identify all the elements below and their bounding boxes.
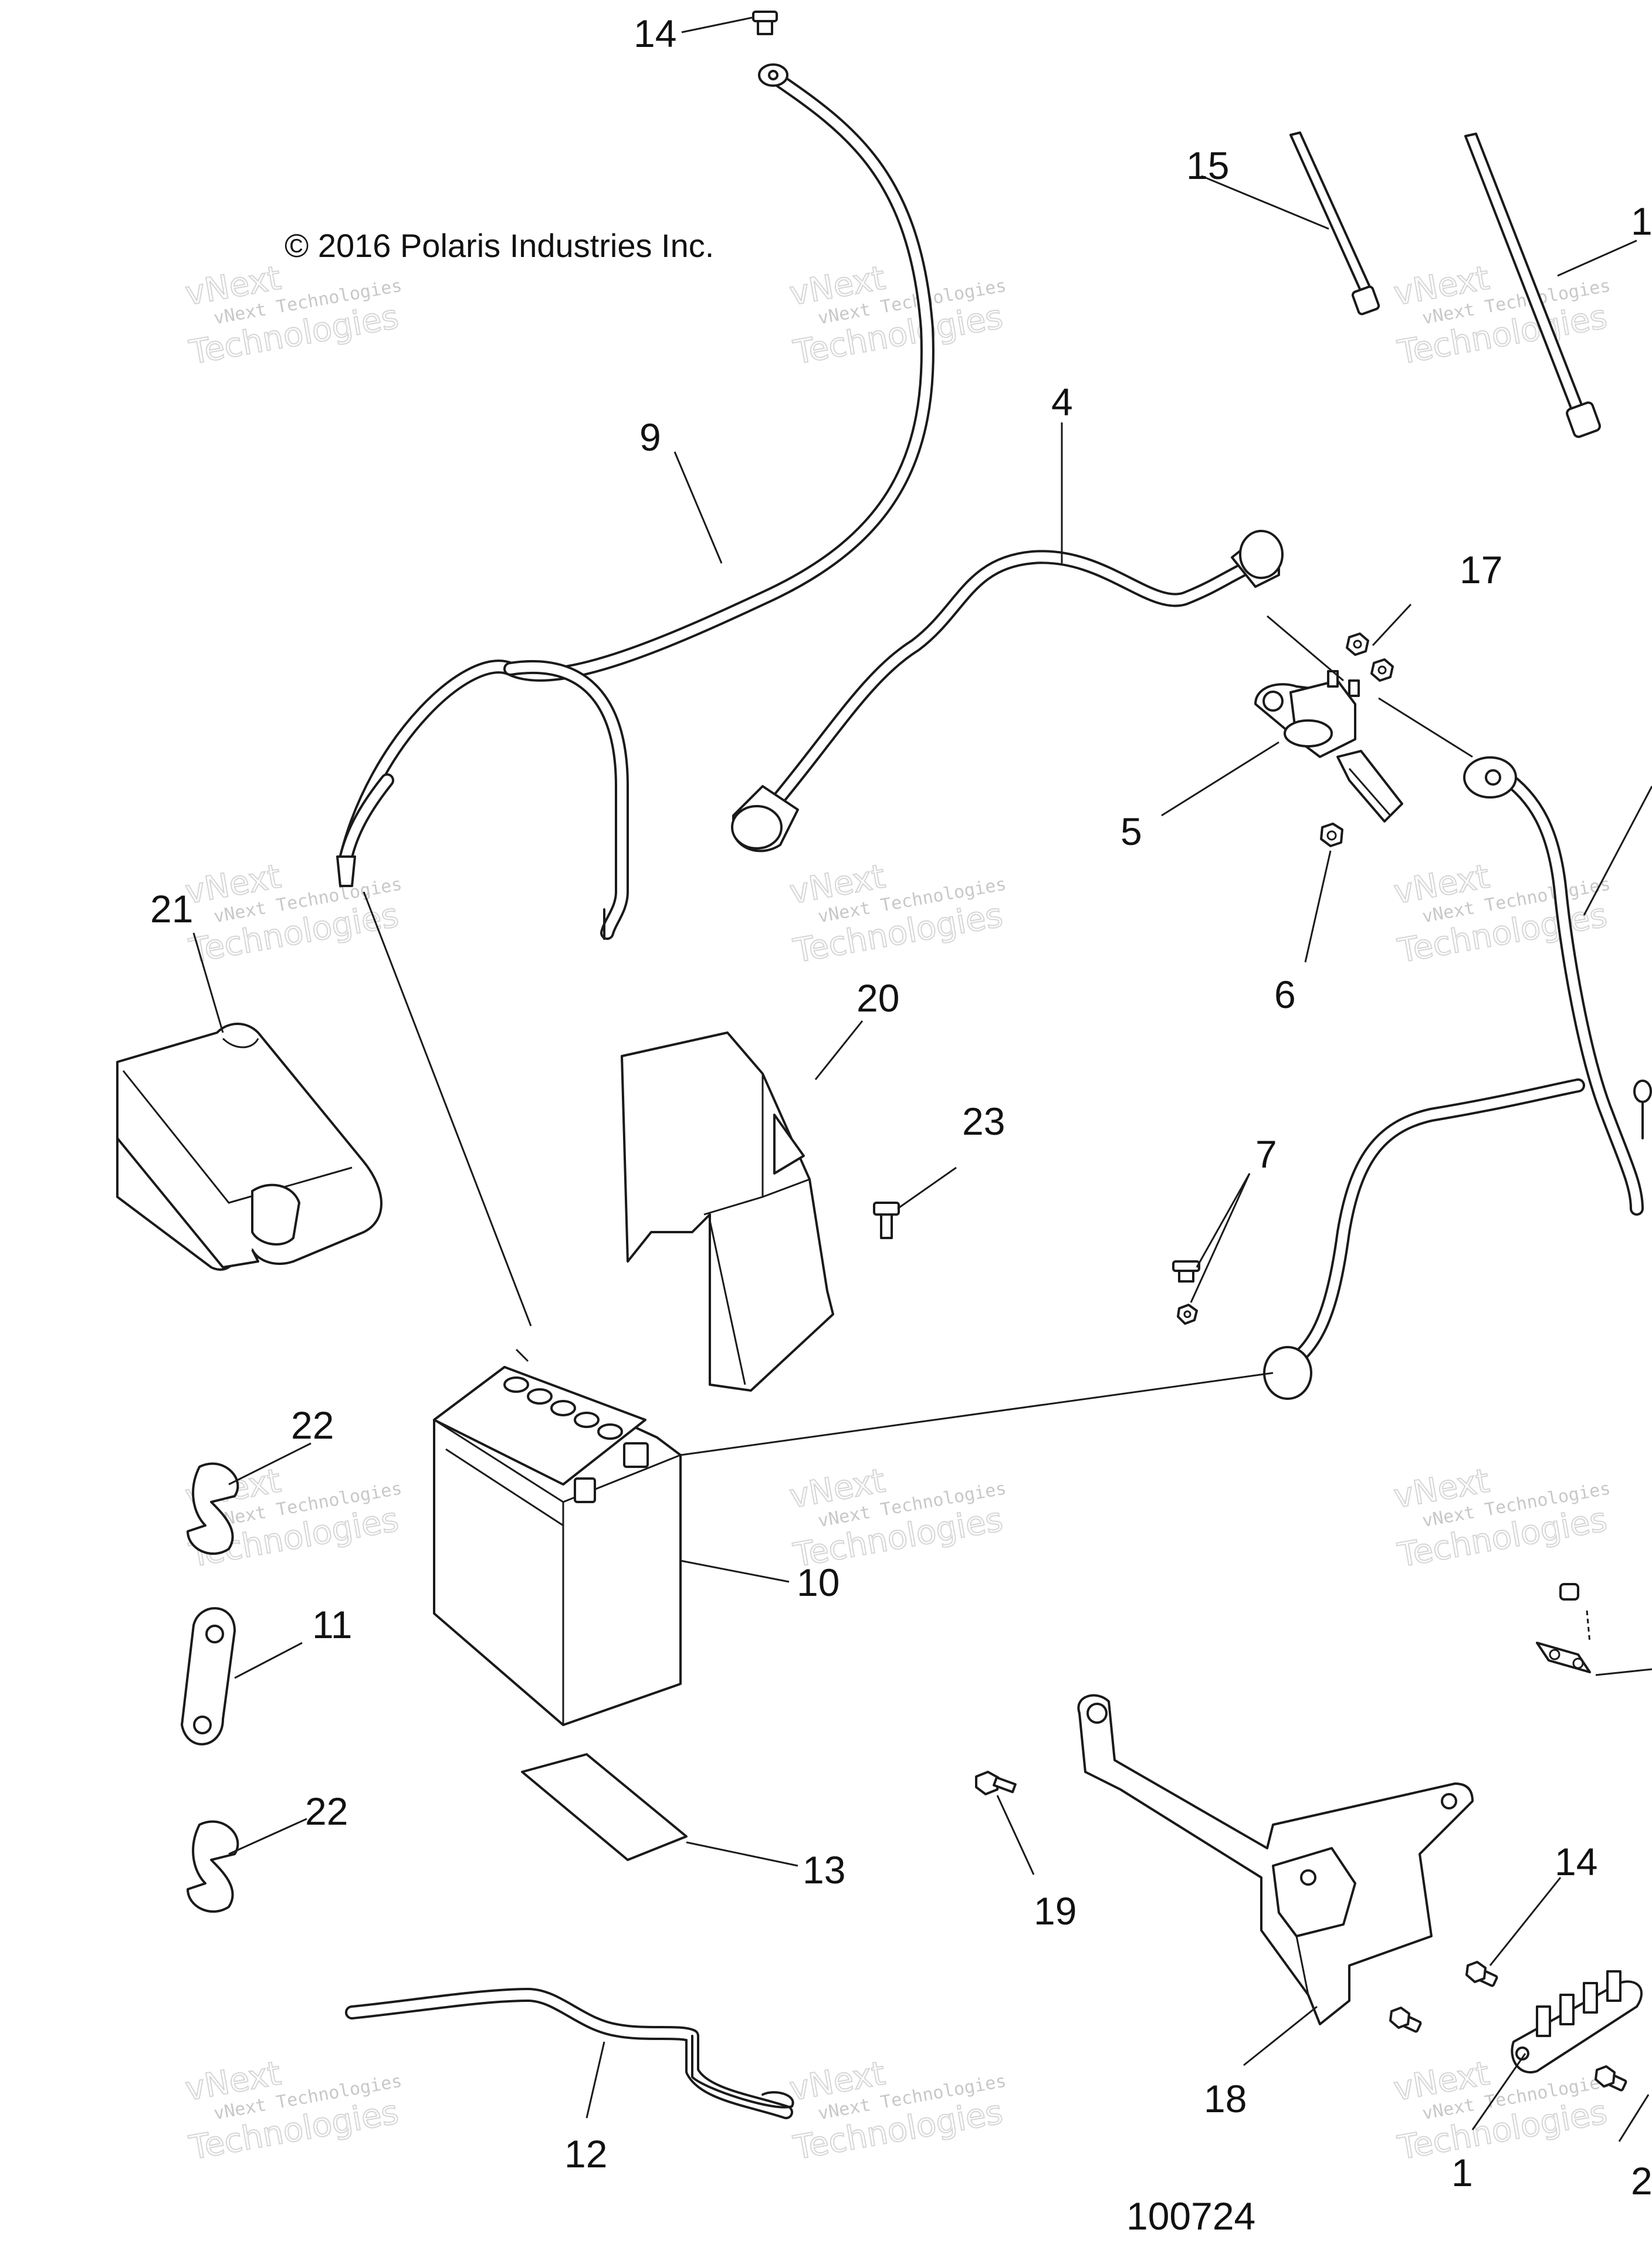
callout-label: 23 <box>962 1100 1005 1143</box>
callout-label: 20 <box>857 976 899 1020</box>
callout-label: 13 <box>803 1848 845 1892</box>
watermark: vNext vNext Technologies Technologies <box>182 857 404 971</box>
watermark: vNext vNext Technologies Technologies <box>786 1461 1008 1575</box>
part-11-link <box>181 1607 236 1745</box>
callout-label: 22 <box>291 1403 334 1447</box>
part-20-battery-bracket <box>621 1031 834 1392</box>
callout-label: 22 <box>305 1789 348 1833</box>
callout-label: 7 <box>1255 1132 1277 1176</box>
copyright-text: © 2016 Polaris Industries Inc. <box>285 227 714 264</box>
callout-label: 21 <box>150 887 193 931</box>
watermark: vNext vNext Technologies Technologies <box>786 857 1008 971</box>
part-13-decal <box>521 1753 688 1861</box>
callout-label: 4 <box>1051 380 1073 424</box>
part-15-cable-tie <box>1289 131 1380 316</box>
callout-label: 11 <box>312 1603 353 1646</box>
watermark: vNext vNext Technologies Technologies <box>786 258 1008 373</box>
part-17-nuts <box>1346 632 1394 682</box>
part-1-terminal-block <box>1511 1970 1643 2073</box>
watermark: vNext vNext Technologies Technologies <box>786 2054 1008 2168</box>
callout-label: 6 <box>1274 973 1296 1016</box>
callout-label: 18 <box>1204 2077 1247 2120</box>
part-21-battery-pad <box>116 1023 382 1271</box>
callout-label: 19 <box>1034 1889 1076 1933</box>
part-14-bolt-top <box>752 11 778 35</box>
callout-label: 1 <box>1451 2151 1473 2194</box>
callout-label: 15 <box>1186 144 1229 187</box>
watermark: vNext vNext Technologies Technologies <box>1390 258 1612 373</box>
part-bolt-small-2 <box>1595 2065 1627 2092</box>
callout-labels: 14 15 1 9 4 17 5 6 21 20 23 7 22 10 11 2… <box>150 12 1652 2203</box>
part-9-cable <box>336 63 935 940</box>
part-5-solenoid <box>1254 670 1403 823</box>
callout-label: 2 <box>1631 2159 1652 2203</box>
watermark: vNext vNext Technologies Technologies <box>182 2054 404 2168</box>
leader-lines <box>192 16 1652 2142</box>
part-12-vent-tube <box>345 1988 794 2119</box>
part-6-nut <box>1320 823 1343 847</box>
watermark: vNext vNext Technologies Technologies <box>1390 857 1612 971</box>
watermark: vNext vNext Technologies Technologies <box>1390 1461 1612 1575</box>
part-18-bracket <box>1077 1694 1474 2025</box>
callout-label: 9 <box>639 415 661 459</box>
callout-label: 14 <box>1555 1840 1597 1883</box>
part-19-bolt <box>975 1771 1017 1795</box>
part-23-bolt <box>873 1202 900 1239</box>
figure-number: 100724 <box>1126 2194 1255 2238</box>
watermark: vNext vNext Technologies Technologies <box>1390 2054 1612 2168</box>
part-ground-cable <box>1263 756 1652 1400</box>
part-14-bolt-bottom <box>1465 1961 1498 1987</box>
part-22-clip-top <box>187 1462 239 1555</box>
callout-label: 5 <box>1120 810 1142 853</box>
part-4-cable <box>731 530 1284 853</box>
part-10-battery <box>433 1348 682 1726</box>
part-22-clip-bottom <box>187 1820 239 1913</box>
part-7-bolt-nut <box>1172 1260 1200 1325</box>
part-clamp <box>1536 1583 1591 1673</box>
callout-label: 14 <box>634 12 676 55</box>
callout-label: 12 <box>564 2132 607 2176</box>
part-cable-tie-long <box>1464 133 1601 438</box>
part-bolt-small <box>1389 2007 1422 2033</box>
callout-label: 1 <box>1631 199 1652 243</box>
callout-label: 10 <box>797 1561 839 1604</box>
callout-label: 17 <box>1460 548 1502 591</box>
